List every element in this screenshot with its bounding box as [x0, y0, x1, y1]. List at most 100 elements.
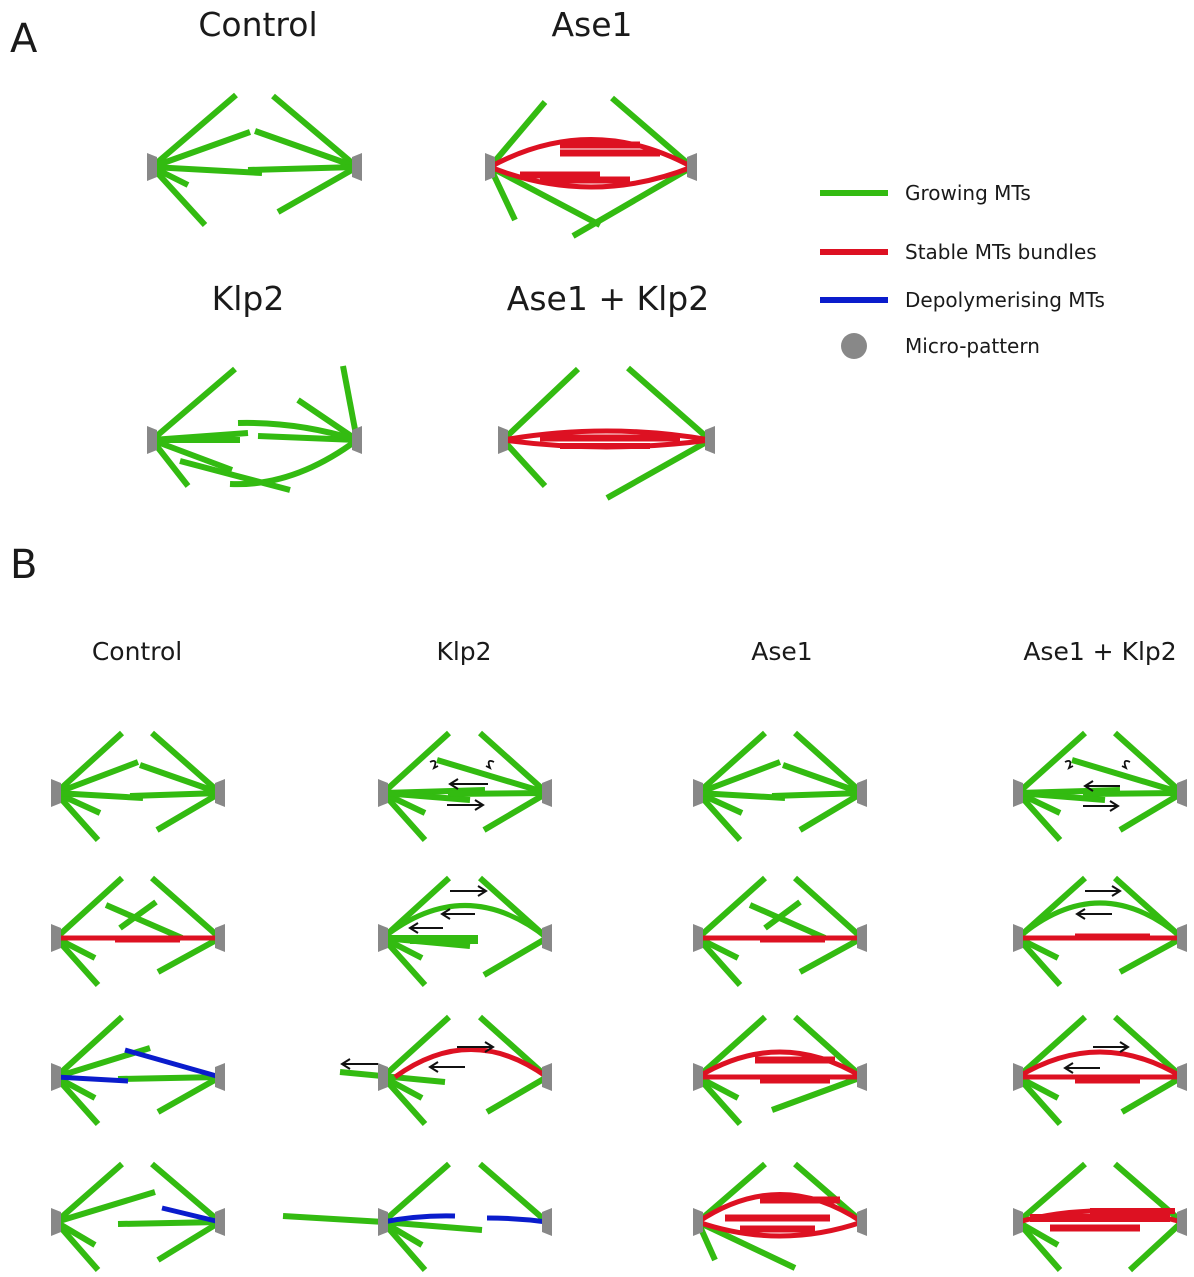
growing-mt — [55, 790, 144, 801]
micro-pattern — [857, 779, 867, 807]
growing-mt — [482, 790, 549, 833]
panel-a-title-klp2: Klp2 — [212, 279, 285, 318]
growing-mt — [257, 433, 358, 443]
growing-mt — [1015, 791, 1063, 842]
stable-mt-bundle — [696, 1049, 864, 1080]
growing-mt — [382, 1219, 483, 1233]
panel-b-control-row4 — [51, 1161, 225, 1272]
growing-mt — [150, 129, 252, 170]
growing-mt — [54, 1074, 97, 1101]
legend-label-micro-pattern: Micro-pattern — [905, 334, 1040, 358]
legend: Growing MTs Stable MTs bundles Depolymer… — [820, 181, 1105, 359]
panel-a-title-control: Control — [198, 5, 317, 44]
stable-mt-bundle — [1016, 1049, 1184, 1080]
panel-a-title-ase1: Ase1 — [551, 5, 632, 44]
growing-mt — [229, 437, 359, 488]
growing-mt — [610, 95, 694, 170]
growing-mt — [340, 365, 360, 441]
motion-arrowhead — [1119, 1041, 1130, 1053]
growing-mt — [151, 164, 263, 176]
panel-b-ase1-klp2-row1 — [1013, 730, 1187, 842]
legend-swatch-micro-pattern — [841, 333, 867, 359]
growing-mt — [1016, 1074, 1060, 1101]
growing-mt — [770, 1074, 864, 1113]
growing-mt — [247, 164, 358, 173]
growing-mt — [150, 875, 222, 941]
micro-pattern — [215, 924, 225, 952]
panel-b-column-klp2: Klp2 — [436, 637, 491, 666]
panel-b-ase1-row2 — [693, 875, 867, 987]
growing-mt — [1016, 935, 1060, 961]
growing-mt — [53, 1014, 125, 1080]
growing-mt — [271, 93, 359, 170]
micro-pattern — [51, 924, 61, 952]
motion-arrowhead — [408, 922, 419, 934]
growing-mt — [1016, 1161, 1087, 1225]
growing-mt — [447, 790, 548, 797]
panel-b-letter: B — [10, 542, 37, 588]
growing-mt — [792, 1014, 865, 1080]
panel-b-column-ase1-klp2: Ase1 + Klp2 — [1023, 637, 1176, 666]
growing-mt — [118, 899, 158, 931]
legend-label-growing: Growing MTs — [905, 181, 1031, 205]
growing-mt — [1015, 730, 1088, 796]
panel-a-letter: A — [10, 16, 38, 62]
growing-mt — [695, 1014, 768, 1080]
growing-mt — [381, 1219, 424, 1248]
growing-mt — [1017, 790, 1106, 803]
motion-arrowhead — [1083, 780, 1094, 792]
motion-arrowhead — [474, 799, 485, 811]
depolymerising-mt — [486, 1215, 548, 1225]
growing-mt — [380, 730, 452, 796]
micro-pattern — [1177, 924, 1187, 952]
micro-pattern — [693, 1063, 703, 1091]
micro-pattern — [1013, 779, 1023, 807]
panel-a-ase1-klp2-spindle — [498, 365, 715, 501]
growing-mt — [748, 902, 827, 941]
motion-arrowhead — [1111, 885, 1122, 897]
motion-arrowhead — [428, 1061, 439, 1073]
panel-b-control-row3 — [51, 1014, 225, 1126]
growing-mt — [380, 936, 428, 987]
growing-mt — [381, 1161, 451, 1225]
growing-mt — [104, 902, 184, 941]
micro-pattern — [1177, 1063, 1187, 1091]
growing-mt — [53, 936, 101, 987]
micro-pattern — [1013, 1063, 1023, 1091]
growing-mt — [54, 1219, 97, 1248]
growing-mt — [485, 1074, 549, 1115]
growing-mt — [1015, 1075, 1063, 1126]
growing-mt — [1127, 1219, 1185, 1273]
micro-pattern — [485, 153, 495, 181]
micro-pattern — [693, 1208, 703, 1236]
growing-mt — [53, 730, 125, 796]
growing-mt — [150, 730, 222, 796]
stable-mt-bundle — [488, 137, 694, 170]
growing-mt — [254, 128, 358, 170]
micro-pattern — [1013, 1208, 1023, 1236]
growing-mt — [381, 1074, 424, 1101]
growing-mt — [382, 790, 471, 803]
growing-mt — [156, 935, 222, 975]
micro-pattern — [215, 1208, 225, 1236]
depolymerising-mt — [55, 1074, 129, 1084]
growing-mt — [179, 458, 291, 493]
micro-pattern — [705, 426, 715, 454]
growing-mt — [339, 1069, 446, 1085]
growing-mt — [117, 1219, 221, 1227]
growing-mt — [53, 791, 101, 842]
growing-mt — [53, 875, 125, 941]
stable-mt-bundle — [697, 1219, 863, 1239]
rotation-arrow — [1121, 759, 1131, 770]
growing-mt — [237, 419, 358, 443]
growing-mt — [1015, 1220, 1063, 1272]
stable-mt-bundle — [393, 1047, 549, 1080]
micro-pattern — [857, 1208, 867, 1236]
micro-pattern — [352, 153, 362, 181]
motion-arrowhead — [448, 778, 459, 790]
micro-pattern — [542, 1208, 552, 1236]
growing-mt — [695, 791, 743, 842]
growing-mt — [696, 935, 740, 961]
growing-mt — [1015, 1014, 1088, 1080]
panel-b-ase1-row4 — [693, 1161, 867, 1271]
